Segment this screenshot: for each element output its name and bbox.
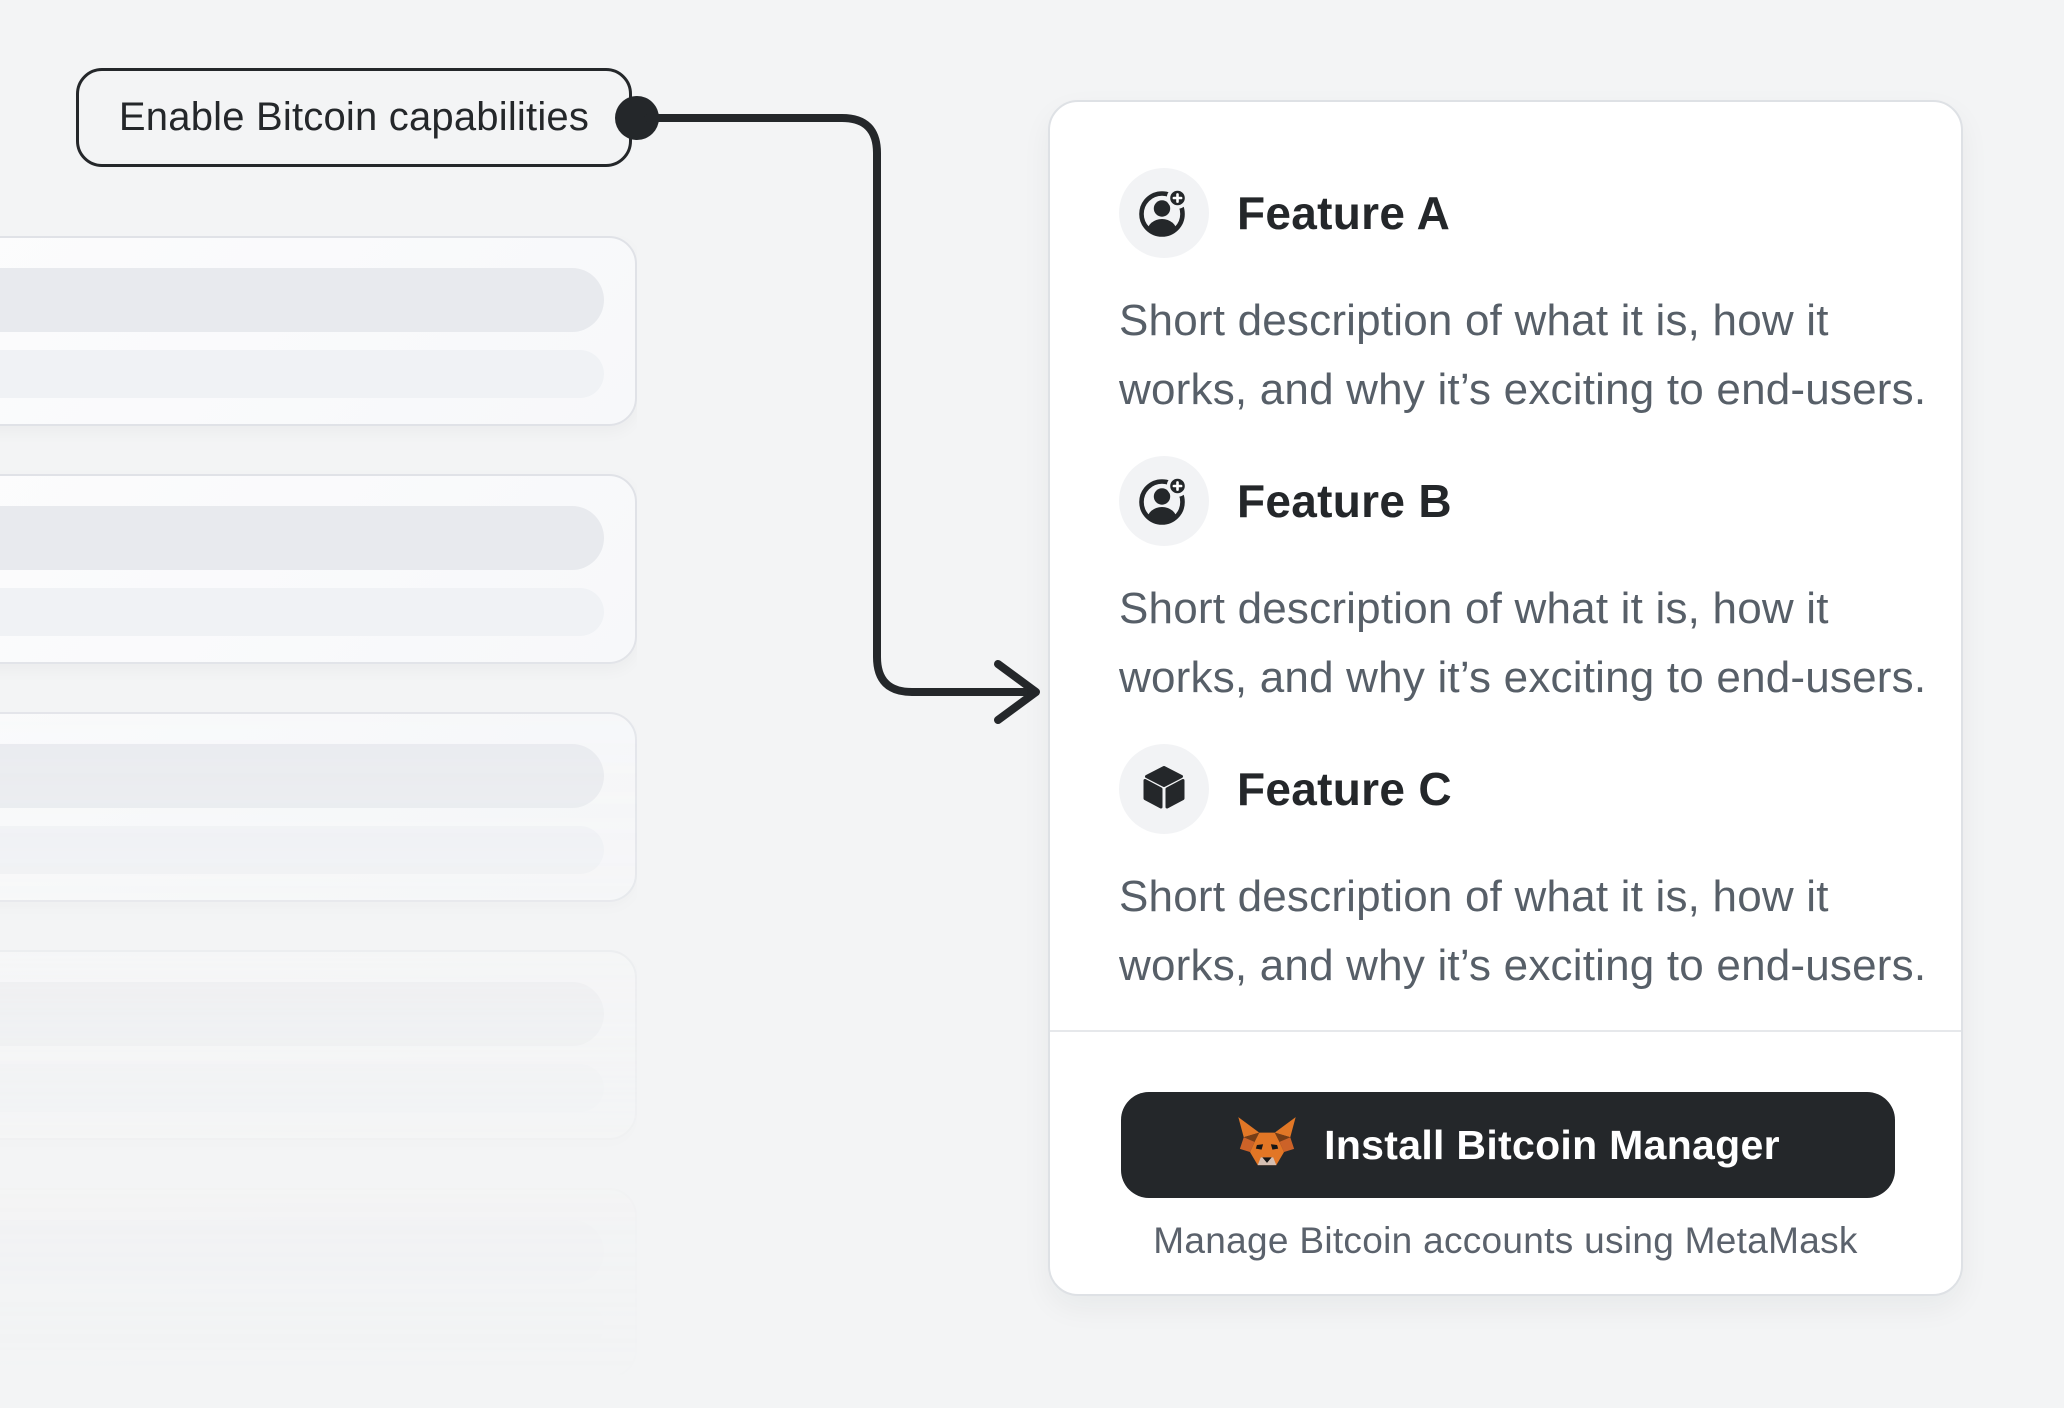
card-divider [1050,1030,1961,1032]
skeleton-bar [0,826,604,874]
feature-description: Short description of what it is, how it … [1119,872,1927,990]
skeleton-card [0,236,637,426]
install-button-label: Install Bitcoin Manager [1324,1121,1780,1168]
feature-description: Short description of what it is, how it … [1119,584,1927,702]
skeleton-bar [0,1302,604,1350]
metamask-fox-icon [1238,1117,1296,1166]
skeleton-bar [0,588,604,636]
skeleton-bar [0,268,604,332]
skeleton-bar [0,1064,604,1112]
skeleton-card-list [0,236,637,1386]
feature-row-b: Feature B Short description of what it i… [1119,456,1965,712]
feature-title: Feature A [1237,187,1451,239]
feature-description: Short description of what it is, how it … [1119,296,1927,414]
feature-card: Feature A Short description of what it i… [1048,100,1963,1296]
skeleton-bar [0,982,604,1046]
button-caption: Manage Bitcoin accounts using MetaMask [1153,1220,1858,1261]
install-bitcoin-manager-button[interactable]: Install Bitcoin Manager [1121,1092,1895,1198]
account-plus-icon [1119,168,1209,258]
skeleton-bar [0,744,604,808]
connector-line [644,114,1032,696]
skeleton-bar [0,350,604,398]
feature-row-c: Feature C Short description of what it i… [1119,744,1965,1000]
skeleton-bar [0,506,604,570]
skeleton-card [0,950,637,1140]
skeleton-card [0,474,637,664]
cube-icon [1119,744,1209,834]
account-plus-icon [1119,456,1209,546]
skeleton-card [0,712,637,902]
callout-label: Enable Bitcoin capabilities [76,68,632,167]
skeleton-bar [0,1220,604,1284]
feature-title: Feature B [1237,475,1452,527]
connector-arrowhead [994,660,1040,724]
feature-title: Feature C [1237,763,1452,815]
callout-label-text: Enable Bitcoin capabilities [118,95,590,139]
skeleton-card [0,1188,637,1378]
feature-row-a: Feature A Short description of what it i… [1119,168,1965,424]
